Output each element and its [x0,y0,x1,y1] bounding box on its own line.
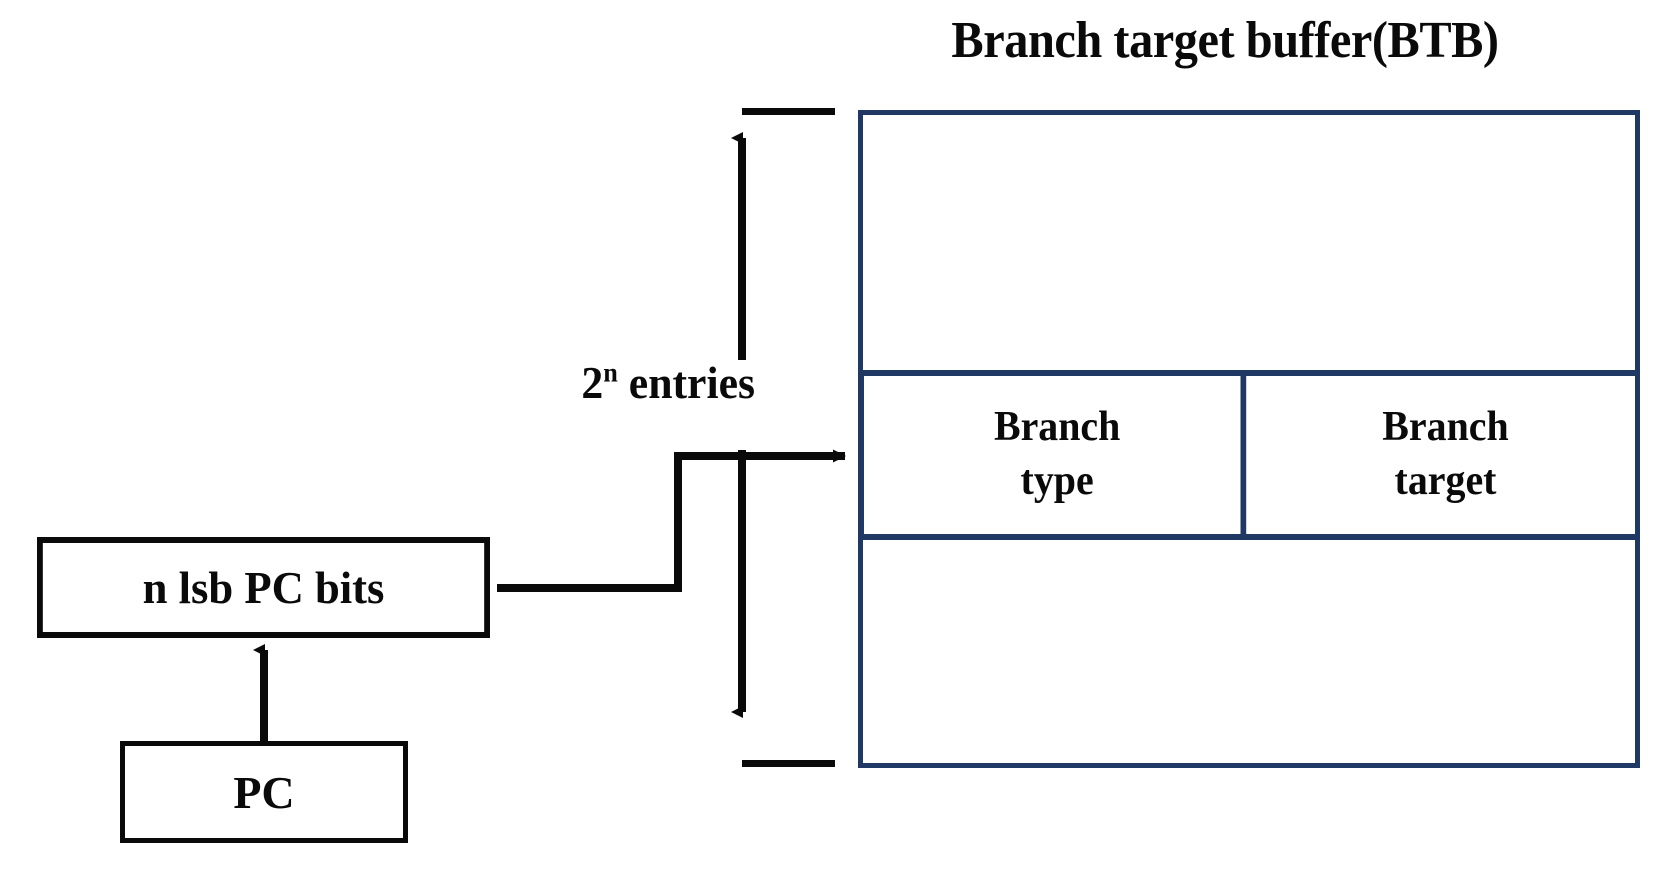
btb-cell-branch-type: Branch type [874,376,1247,534]
entries-exponent: n [603,356,618,388]
btb-title: Branch target buffer(BTB) [951,12,1499,69]
branch-type-line2: type [1020,458,1094,504]
entries-label: 2n entries [470,356,755,409]
btb-entry-row: Branch type Branch target [858,370,1640,540]
index-connector-arrow [497,449,846,592]
measure-tick-bottom [742,760,835,767]
branch-target-line1: Branch [1382,404,1509,451]
n-lsb-pc-bits-box: n lsb PC bits [37,537,490,638]
entries-base: 2 [581,357,604,408]
pc-box: PC [120,741,408,843]
measure-tick-top [742,108,835,115]
branch-type-line1: Branch [993,404,1121,451]
entries-suffix: entries [617,357,755,408]
branch-target-line2: target [1394,458,1497,504]
btb-cell-branch-target: Branch target [1265,376,1625,534]
